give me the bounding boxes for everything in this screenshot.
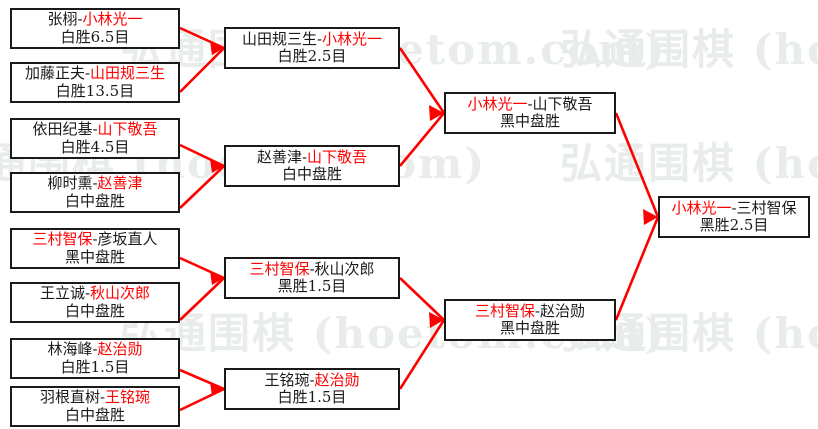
pair-separator: - xyxy=(309,370,315,389)
player-left: 依田纪基 xyxy=(32,120,93,139)
match-pairing: 王铭琬-赵治勋 xyxy=(264,370,360,389)
player-left: 张栩 xyxy=(47,10,78,29)
match-result: 白胜2.5目 xyxy=(277,47,347,65)
player-right: 山下敬吾 xyxy=(532,94,593,113)
match-pairing: 张栩-小林光一 xyxy=(47,11,142,28)
player-left: 三村智保 xyxy=(474,301,535,320)
player-right: 秋山次郎 xyxy=(90,284,151,303)
pair-separator: - xyxy=(84,64,91,83)
match-pairing: 羽根直树-王铭琬 xyxy=(40,389,150,406)
match-result: 白胜13.5目 xyxy=(55,81,135,100)
player-left: 柳时熏 xyxy=(47,174,93,193)
player-right: 小林光一 xyxy=(82,10,143,29)
pair-separator: - xyxy=(99,388,106,407)
player-right: 彦坂直人 xyxy=(97,230,158,249)
match-result: 白胜6.5目 xyxy=(60,27,130,46)
player-left: 加藤正夫 xyxy=(24,64,85,83)
match-box-r1m8[interactable]: 羽根直树-王铭琬 白中盘胜 xyxy=(10,386,180,427)
pair-separator: - xyxy=(84,284,91,303)
match-pairing: 林海峰-赵治勋 xyxy=(47,341,142,358)
player-left: 三村智保 xyxy=(32,230,93,249)
match-pairing: 依田纪基-山下敬吾 xyxy=(32,121,157,138)
player-right: 王铭琬 xyxy=(105,388,151,407)
match-box-final[interactable]: 小林光一-三村智保 黑胜2.5目 xyxy=(658,196,810,238)
player-left: 赵善津 xyxy=(256,147,302,166)
player-right: 赵治勋 xyxy=(314,370,360,389)
pair-separator: - xyxy=(731,198,737,217)
match-box-r2m1[interactable]: 山田规三生-小林光一 白胜2.5目 xyxy=(224,27,400,69)
pair-separator: - xyxy=(77,10,83,29)
player-right: 山下敬吾 xyxy=(97,120,158,139)
pair-separator: - xyxy=(92,120,98,139)
pair-separator: - xyxy=(534,301,541,320)
match-pairing: 柳时熏-赵善津 xyxy=(47,175,142,192)
match-box-r1m6[interactable]: 王立诚-秋山次郎 白中盘胜 xyxy=(10,282,180,323)
player-left: 林海峰 xyxy=(47,340,93,359)
player-left: 羽根直树 xyxy=(39,388,100,407)
match-box-r1m4[interactable]: 柳时熏-赵善津 白中盘胜 xyxy=(10,172,180,213)
player-right: 赵善津 xyxy=(97,174,143,193)
watermark-tile: 弘通围棋 (hoetom.com) xyxy=(560,25,818,74)
match-result: 白中盘胜 xyxy=(64,301,125,320)
match-pairing: 山田规三生-小林光一 xyxy=(241,29,383,48)
player-left: 小林光一 xyxy=(467,94,528,113)
match-result: 白胜1.5目 xyxy=(60,357,130,376)
match-box-r1m1[interactable]: 张栩-小林光一 白胜6.5目 xyxy=(10,8,180,49)
pair-separator: - xyxy=(92,230,98,249)
match-box-r2m4[interactable]: 王铭琬-赵治勋 白胜1.5目 xyxy=(224,368,400,410)
match-result: 黑胜2.5目 xyxy=(699,216,769,234)
player-right: 三村智保 xyxy=(736,198,797,217)
match-result: 白中盘胜 xyxy=(64,405,125,424)
match-box-r1m2[interactable]: 加藤正夫-山田规三生 白胜13.5目 xyxy=(10,62,180,103)
player-left: 三村智保 xyxy=(249,259,310,278)
player-left: 小林光一 xyxy=(671,198,732,217)
match-box-r2m2[interactable]: 赵善津-山下敬吾 白中盘胜 xyxy=(224,145,400,187)
match-result: 黑中盘胜 xyxy=(499,112,560,130)
match-result: 白胜1.5目 xyxy=(277,388,347,406)
match-pairing: 赵善津-山下敬吾 xyxy=(256,147,368,166)
player-left: 王铭琬 xyxy=(264,370,310,389)
match-box-r1m5[interactable]: 三村智保-彦坂直人 黑中盘胜 xyxy=(10,228,180,269)
player-right: 赵治勋 xyxy=(540,301,586,320)
player-right: 山下敬吾 xyxy=(307,147,368,166)
match-pairing: 小林光一-山下敬吾 xyxy=(467,94,593,113)
match-result: 黑胜1.5目 xyxy=(277,277,347,295)
match-pairing: 三村智保-彦坂直人 xyxy=(32,231,157,248)
pair-separator: - xyxy=(92,340,98,359)
match-result: 白中盘胜 xyxy=(64,191,125,210)
pair-separator: - xyxy=(301,147,308,166)
pair-separator: - xyxy=(309,259,315,278)
player-right: 小林光一 xyxy=(322,29,383,48)
player-left: 山田规三生 xyxy=(241,29,317,48)
match-pairing: 王立诚-秋山次郎 xyxy=(40,285,150,302)
match-box-r2m3[interactable]: 三村智保-秋山次郎 黑胜1.5目 xyxy=(224,257,400,299)
match-box-r1m3[interactable]: 依田纪基-山下敬吾 白胜4.5目 xyxy=(10,118,180,159)
player-right: 山田规三生 xyxy=(90,64,166,83)
match-pairing: 三村智保-秋山次郎 xyxy=(249,259,375,278)
player-left: 王立诚 xyxy=(39,284,85,303)
match-pairing: 三村智保-赵治勋 xyxy=(474,301,586,320)
match-box-sf2[interactable]: 三村智保-赵治勋 黑中盘胜 xyxy=(444,299,616,341)
pair-separator: - xyxy=(92,174,98,193)
player-right: 赵治勋 xyxy=(97,340,143,359)
pair-separator: - xyxy=(316,29,323,48)
match-result: 白中盘胜 xyxy=(281,165,342,183)
watermark-tile: 弘通围棋 (hoetom.com) xyxy=(560,139,818,188)
match-result: 黑中盘胜 xyxy=(64,247,125,266)
match-box-sf1[interactable]: 小林光一-山下敬吾 黑中盘胜 xyxy=(444,92,616,134)
pair-separator: - xyxy=(527,94,533,113)
match-result: 白胜4.5目 xyxy=(60,137,130,156)
match-box-r1m7[interactable]: 林海峰-赵治勋 白胜1.5目 xyxy=(10,338,180,379)
match-result: 黑中盘胜 xyxy=(499,319,560,337)
match-pairing: 加藤正夫-山田规三生 xyxy=(25,65,165,82)
player-right: 秋山次郎 xyxy=(314,259,375,278)
match-pairing: 小林光一-三村智保 xyxy=(671,198,797,217)
